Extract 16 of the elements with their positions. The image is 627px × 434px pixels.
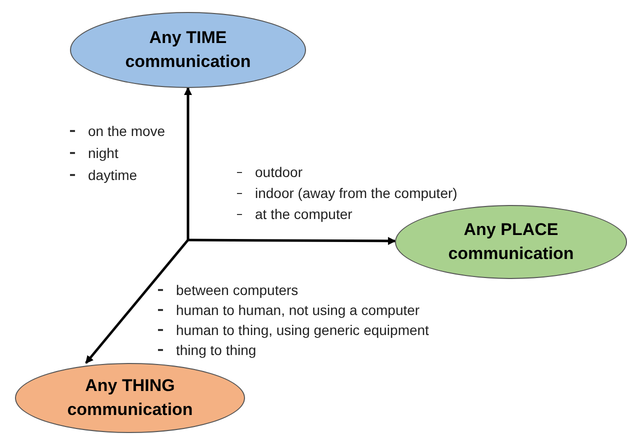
list-item: on the move <box>88 122 166 140</box>
node-label: Any THING communication <box>66 375 194 421</box>
list-item: outdoor <box>255 163 302 182</box>
list-item: thing to thing <box>176 340 256 360</box>
node-label: Any PLACE communication <box>447 219 575 265</box>
list-item: daytime <box>88 166 138 185</box>
list-item: human to thing, using generic equipment <box>176 320 429 340</box>
list-item: at the computer <box>255 205 352 224</box>
list-item: between computers <box>176 280 298 300</box>
arrow <box>188 236 396 245</box>
arrow <box>184 87 192 240</box>
arrow <box>85 239 189 364</box>
list-item: night <box>88 144 118 163</box>
list-item: human to human, not using a computer <box>176 300 420 320</box>
node-label: Any TIME communication <box>124 27 252 73</box>
list-item: indoor (away from the computer) <box>255 184 458 203</box>
